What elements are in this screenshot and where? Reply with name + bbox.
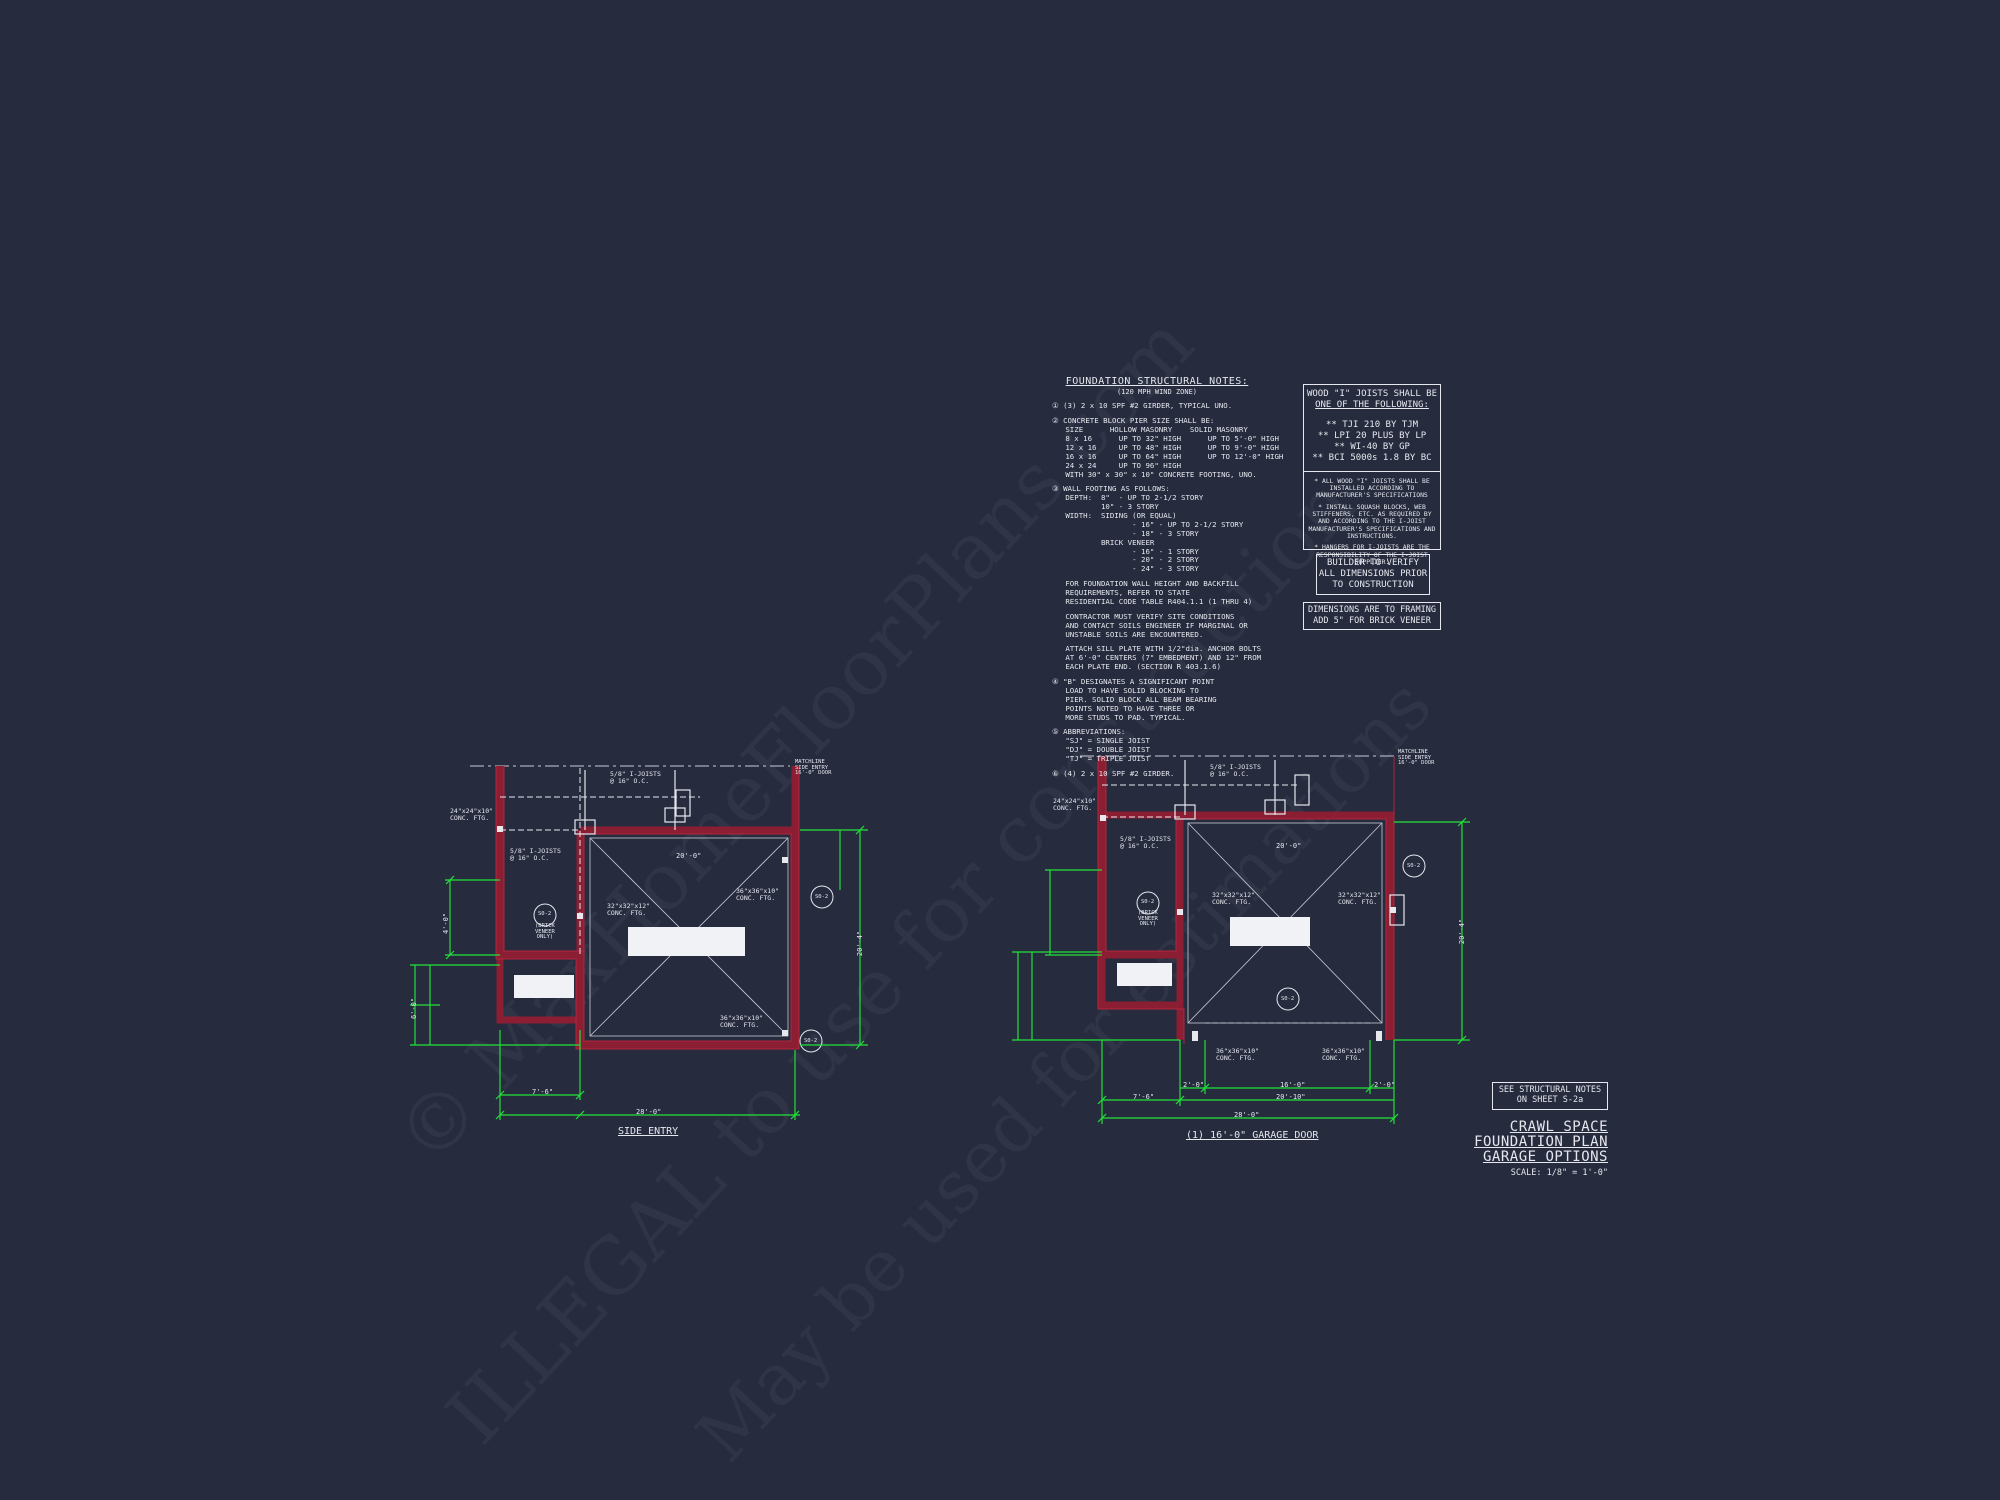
dims-line: ADD 5" FOR BRICK VENEER [1313,615,1431,626]
right-dim-bottom-d: 16'-0" [1280,1081,1306,1089]
title-line: FOUNDATION PLAN [1474,1134,1608,1151]
left-footing-36b-label: 36"x36"x10" CONC. FTG. [720,1014,764,1029]
right-plan-title: (1) 16'-0" GARAGE DOOR [1186,1130,1319,1141]
right-tag-b: S0-2 [1407,863,1421,869]
note-item: ④ "B" DESIGNATES A SIGNIFICANT POINT LOA… [1052,677,1217,722]
joist-option: ** WI-40 BY GP [1334,442,1410,452]
title-line: CRAWL SPACE [1509,1119,1608,1135]
left-dim-left-a: 4'-0" [442,912,451,935]
note-item: ⑥ (4) 2 x 10 SPF #2 GIRDER. [1052,768,1175,778]
right-dim-bottom-a: 7'-6" [1133,1093,1155,1101]
notes-title: FOUNDATION STRUCTURAL NOTES: [1065,376,1249,387]
right-dim-bottom-f: 2'-0" [1374,1081,1396,1089]
note-item: ③ WALL FOOTING AS FOLLOWS: DEPTH: 8" - U… [1052,484,1244,574]
notes-subtitle: (120 MPH WIND ZONE) [1116,388,1198,396]
left-dim-bottom-b: 28'-0" [636,1108,662,1116]
left-tag-a: S0-2 [538,911,552,917]
foundation-structural-notes: FOUNDATION STRUCTURAL NOTES: (120 MPH WI… [1052,376,1284,785]
right-footing-32a-label: 32"x32"x12" CONC. FTG. [1212,891,1256,906]
joist-heading: WOOD "I" JOISTS SHALL BE [1306,389,1438,399]
plan-left-side-entry [410,765,868,1120]
left-joists-label-1: 5/8" I-JOISTS @ 16" O.C. [610,770,661,785]
joist-fine-print: * ALL WOOD "I" JOISTS SHALL BE INSTALLED… [1314,476,1430,500]
verify-line: ALL DIMENSIONS PRIOR [1318,568,1428,579]
left-tag-c: S0-2 [804,1038,818,1044]
left-footing-36a-label: 36"x36"x10" CONC. FTG. [736,887,780,902]
drawing-title-block: CRAWL SPACE FOUNDATION PLAN GARAGE OPTIO… [1466,1119,1608,1179]
left-plan-title: SIDE ENTRY [618,1126,679,1137]
right-joists-label-1: 5/8" I-JOISTS @ 16" O.C. [1210,763,1261,778]
right-tag-a: S0-2 [1141,899,1155,905]
right-span-label: 20'-0" [1276,842,1302,850]
note-item: ⑤ ABBREVIATIONS: "SJ" = SINGLE JOIST "DJ… [1052,727,1150,764]
joist-fine-print: * INSTALL SQUASH BLOCKS, WEB STIFFENERS,… [1308,502,1436,541]
right-brick-veneer-label: (BRICK VENEER ONLY) [1138,910,1158,927]
dims-line: DIMENSIONS ARE TO FRAMING [1308,605,1436,615]
right-dim-bottom-e: 2'-0" [1183,1081,1205,1089]
right-footing-36b-label: 36"x36"x10" CONC. FTG. [1322,1047,1366,1062]
left-dim-left-b: 6'-0" [410,997,419,1020]
plan-right-garage-door [1012,755,1470,1124]
verify-line: TO CONSTRUCTION [1332,579,1414,590]
left-matchline-label: MATCHLINE SIDE ENTRY 16'-0" DOOR [795,759,832,776]
note-item: ① (3) 2 x 10 SPF #2 GIRDER, TYPICAL UNO. [1052,401,1233,411]
left-tag-b: S0-2 [815,894,829,900]
right-footing-32b-label: 32"x32"x12" CONC. FTG. [1338,891,1382,906]
dimensions-note-box: DIMENSIONS ARE TO FRAMING ADD 5" FOR BRI… [1303,602,1441,630]
left-brick-veneer-label: (BRICK VENEER ONLY) [535,923,555,940]
left-footing-24-label: 24"x24"x10" CONC. FTG. [450,807,494,822]
right-footing-24-label: 24"x24"x10" CONC. FTG. [1053,797,1097,812]
right-footing-36a-label: 36"x36"x10" CONC. FTG. [1216,1047,1260,1062]
joist-heading-2: ONE OF THE FOLLOWING: [1315,400,1429,411]
left-joists-label-2: 5/8" I-JOISTS @ 16" O.C. [510,847,561,862]
right-matchline-label: MATCHLINE SIDE ENTRY 16'-0" DOOR [1398,749,1435,766]
left-span-label: 20'-0" [676,852,702,860]
left-footing-32-label: 32"x32"x12" CONC. FTG. [607,902,651,917]
note-item: CONTRACTOR MUST VERIFY SITE CONDITIONS A… [1065,611,1248,639]
note-item: FOR FOUNDATION WALL HEIGHT AND BACKFILL … [1065,579,1253,606]
i-joist-spec-box: WOOD "I" JOISTS SHALL BE ONE OF THE FOLL… [1303,384,1441,566]
drawing-scale: SCALE: 1/8" = 1'-0" [1510,1168,1608,1179]
see-notes-line: ON SHEET S-2a [1516,1095,1584,1106]
see-structural-notes-box: SEE STRUCTURAL NOTES ON SHEET S-2a [1492,1082,1608,1110]
right-dim-bottom-c: 20'-10" [1276,1093,1306,1101]
builder-verify-box: BUILDER TO VERIFY ALL DIMENSIONS PRIOR T… [1316,554,1430,595]
verify-line: BUILDER TO VERIFY [1326,558,1420,568]
see-notes-line: SEE STRUCTURAL NOTES [1498,1085,1602,1095]
right-joists-label-2: 5/8" I-JOISTS @ 16" O.C. [1120,835,1171,850]
left-dim-right: 20'-4" [856,930,865,957]
joist-option: ** BCI 5000s 1.8 BY BC [1312,453,1432,464]
right-dim-right: 20'-4" [1458,918,1467,945]
title-line: GARAGE OPTIONS [1482,1149,1608,1166]
joist-option: ** LPI 20 PLUS BY LP [1317,430,1427,441]
note-item: ATTACH SILL PLATE WITH 1/2"dia. ANCHOR B… [1065,644,1262,672]
right-tag-c: S0-2 [1281,996,1295,1002]
joist-option: ** TJI 210 BY TJM [1325,419,1419,430]
right-dim-bottom-b: 28'-0" [1234,1111,1260,1119]
note-item: ② CONCRETE BLOCK PIER SIZE SHALL BE: SIZ… [1052,416,1284,479]
left-dim-bottom-a: 7'-6" [532,1088,554,1096]
